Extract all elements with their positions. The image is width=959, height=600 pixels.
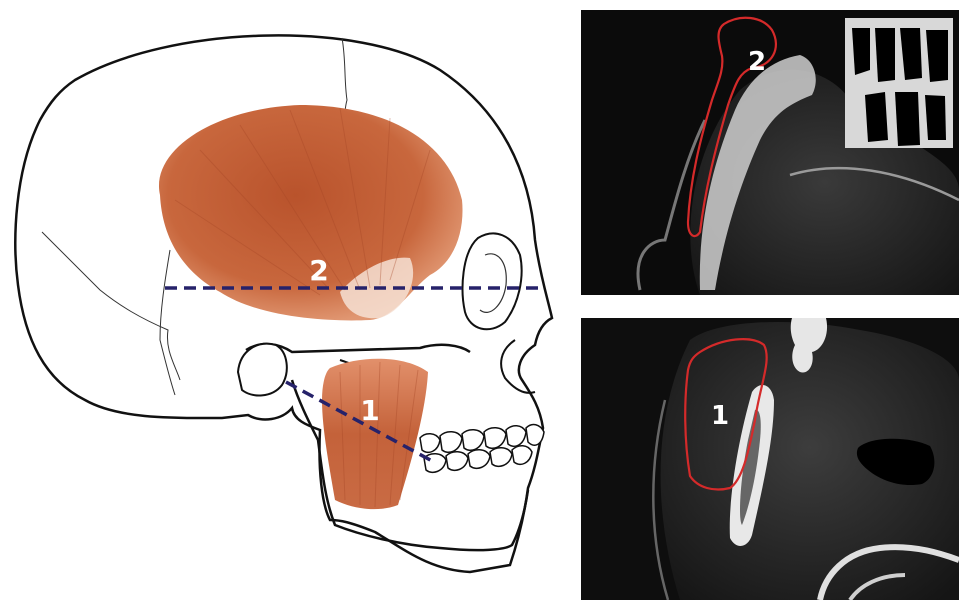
ct-bottom-label: 1 <box>711 401 729 431</box>
ct-top-sinus <box>845 18 953 148</box>
ct-scan-bottom: 1 <box>581 318 959 600</box>
orbit-inner <box>480 254 506 313</box>
label-temporalis: 2 <box>309 254 328 287</box>
masseter-muscle <box>322 359 428 509</box>
teeth <box>420 425 544 473</box>
condyle <box>238 344 287 396</box>
skull-illustration: 2 1 <box>15 35 552 572</box>
ct-top-label: 2 <box>748 47 766 77</box>
lambdoid-suture <box>42 232 180 380</box>
label-masseter: 1 <box>360 394 379 427</box>
ct-separator <box>581 295 959 318</box>
ct-scan-top: 2 <box>581 10 959 295</box>
squamous-suture <box>160 250 175 395</box>
orbit <box>463 233 522 329</box>
